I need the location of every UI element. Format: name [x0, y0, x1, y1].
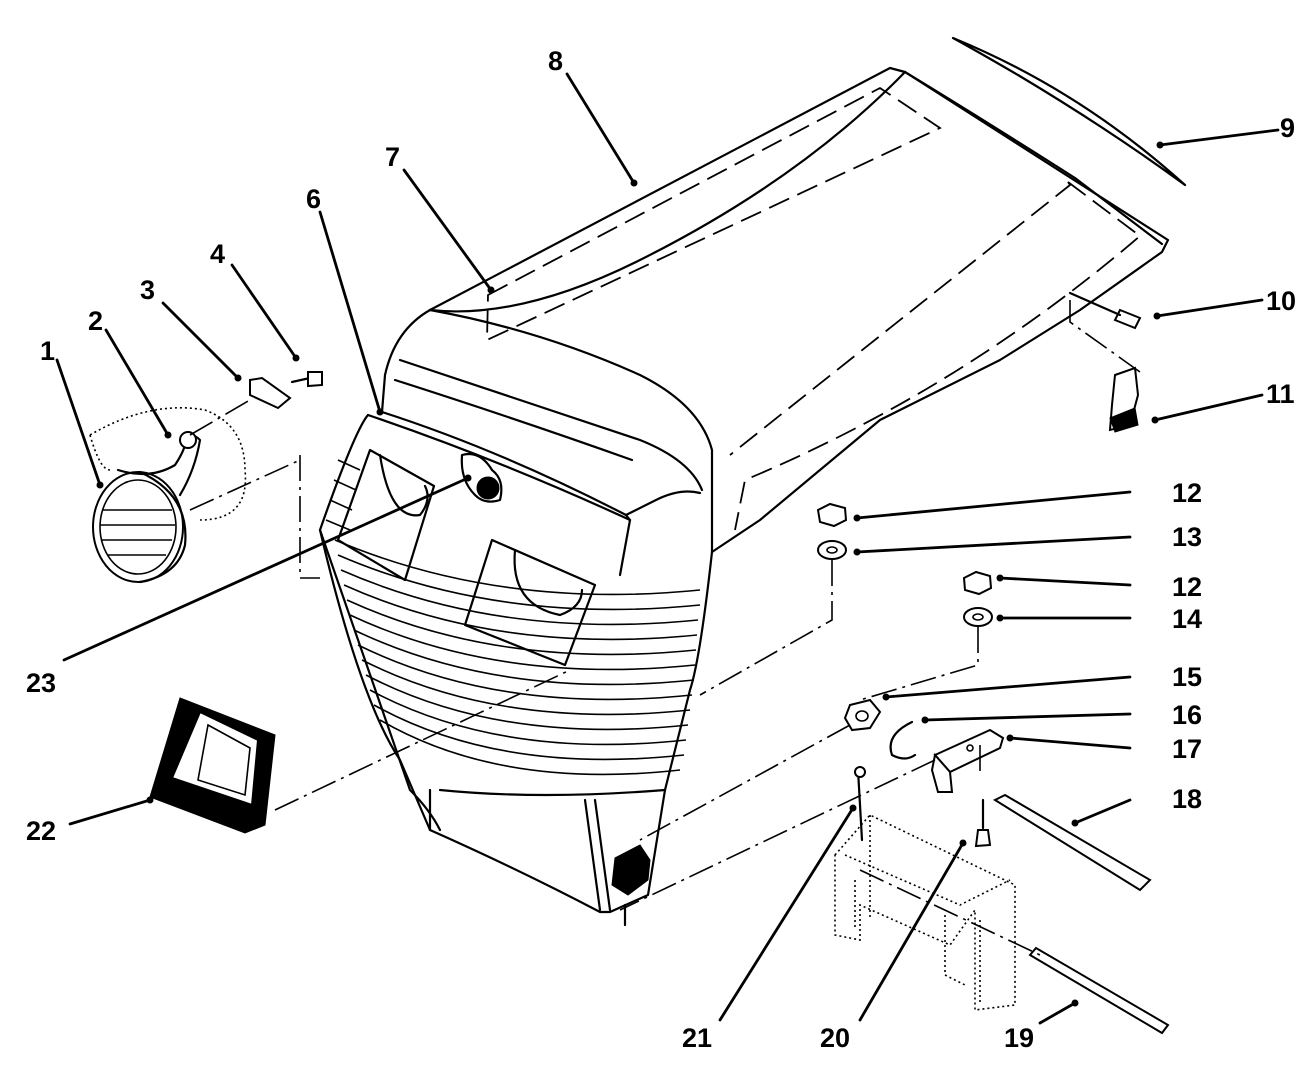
hood-latch	[1108, 366, 1140, 433]
callout-labels: 1 2 3 4 6 7 8 9 10 11 12 13 12 14 15 16 …	[26, 46, 1296, 1053]
bolt-20	[974, 798, 992, 848]
emblem	[460, 452, 503, 503]
callout-7: 7	[385, 142, 400, 172]
bracket	[930, 728, 1005, 793]
hood-assembly	[318, 66, 1170, 927]
callout-12b: 12	[1172, 572, 1202, 602]
callout-15: 15	[1172, 662, 1202, 692]
leader-dots	[96, 141, 1164, 1007]
bezel	[149, 697, 276, 834]
nut-lower	[962, 570, 993, 596]
washer-13	[817, 540, 847, 560]
leader-lines	[55, 72, 1280, 1025]
latch-handle	[611, 844, 651, 927]
lower-rod	[1028, 946, 1170, 1035]
clip	[249, 376, 292, 410]
screw	[290, 371, 323, 388]
callout-21: 21	[682, 1023, 712, 1053]
callout-16: 16	[1172, 700, 1202, 730]
callout-18: 18	[1172, 784, 1202, 814]
callout-3: 3	[140, 275, 155, 305]
callout-9: 9	[1280, 113, 1295, 143]
pin-21	[854, 766, 866, 842]
callout-11: 11	[1266, 379, 1295, 409]
headlight	[89, 407, 247, 584]
callout-20: 20	[820, 1023, 850, 1053]
callout-13: 13	[1172, 522, 1202, 552]
callout-23: 23	[26, 668, 56, 698]
grille-slats	[325, 459, 701, 776]
callout-22: 22	[26, 816, 56, 846]
callout-10: 10	[1266, 286, 1296, 316]
callout-14: 14	[1172, 604, 1202, 634]
nut-upper	[816, 502, 848, 528]
washer-14	[963, 607, 993, 627]
trim-strip	[951, 36, 1187, 187]
callout-19: 19	[1004, 1023, 1034, 1053]
callout-17: 17	[1172, 734, 1202, 764]
retaining-ring	[889, 720, 917, 760]
callout-1: 1	[40, 336, 55, 366]
pivot-rod	[992, 793, 1152, 892]
mount-bracket-dotted	[834, 814, 1016, 1011]
hood-pin	[1068, 291, 1142, 330]
callout-6: 6	[306, 184, 321, 214]
bulb-socket	[178, 431, 202, 497]
callout-8: 8	[548, 46, 563, 76]
callout-2: 2	[88, 306, 103, 336]
grommet	[843, 698, 882, 732]
callout-4: 4	[210, 239, 225, 269]
callout-12a: 12	[1172, 478, 1202, 508]
